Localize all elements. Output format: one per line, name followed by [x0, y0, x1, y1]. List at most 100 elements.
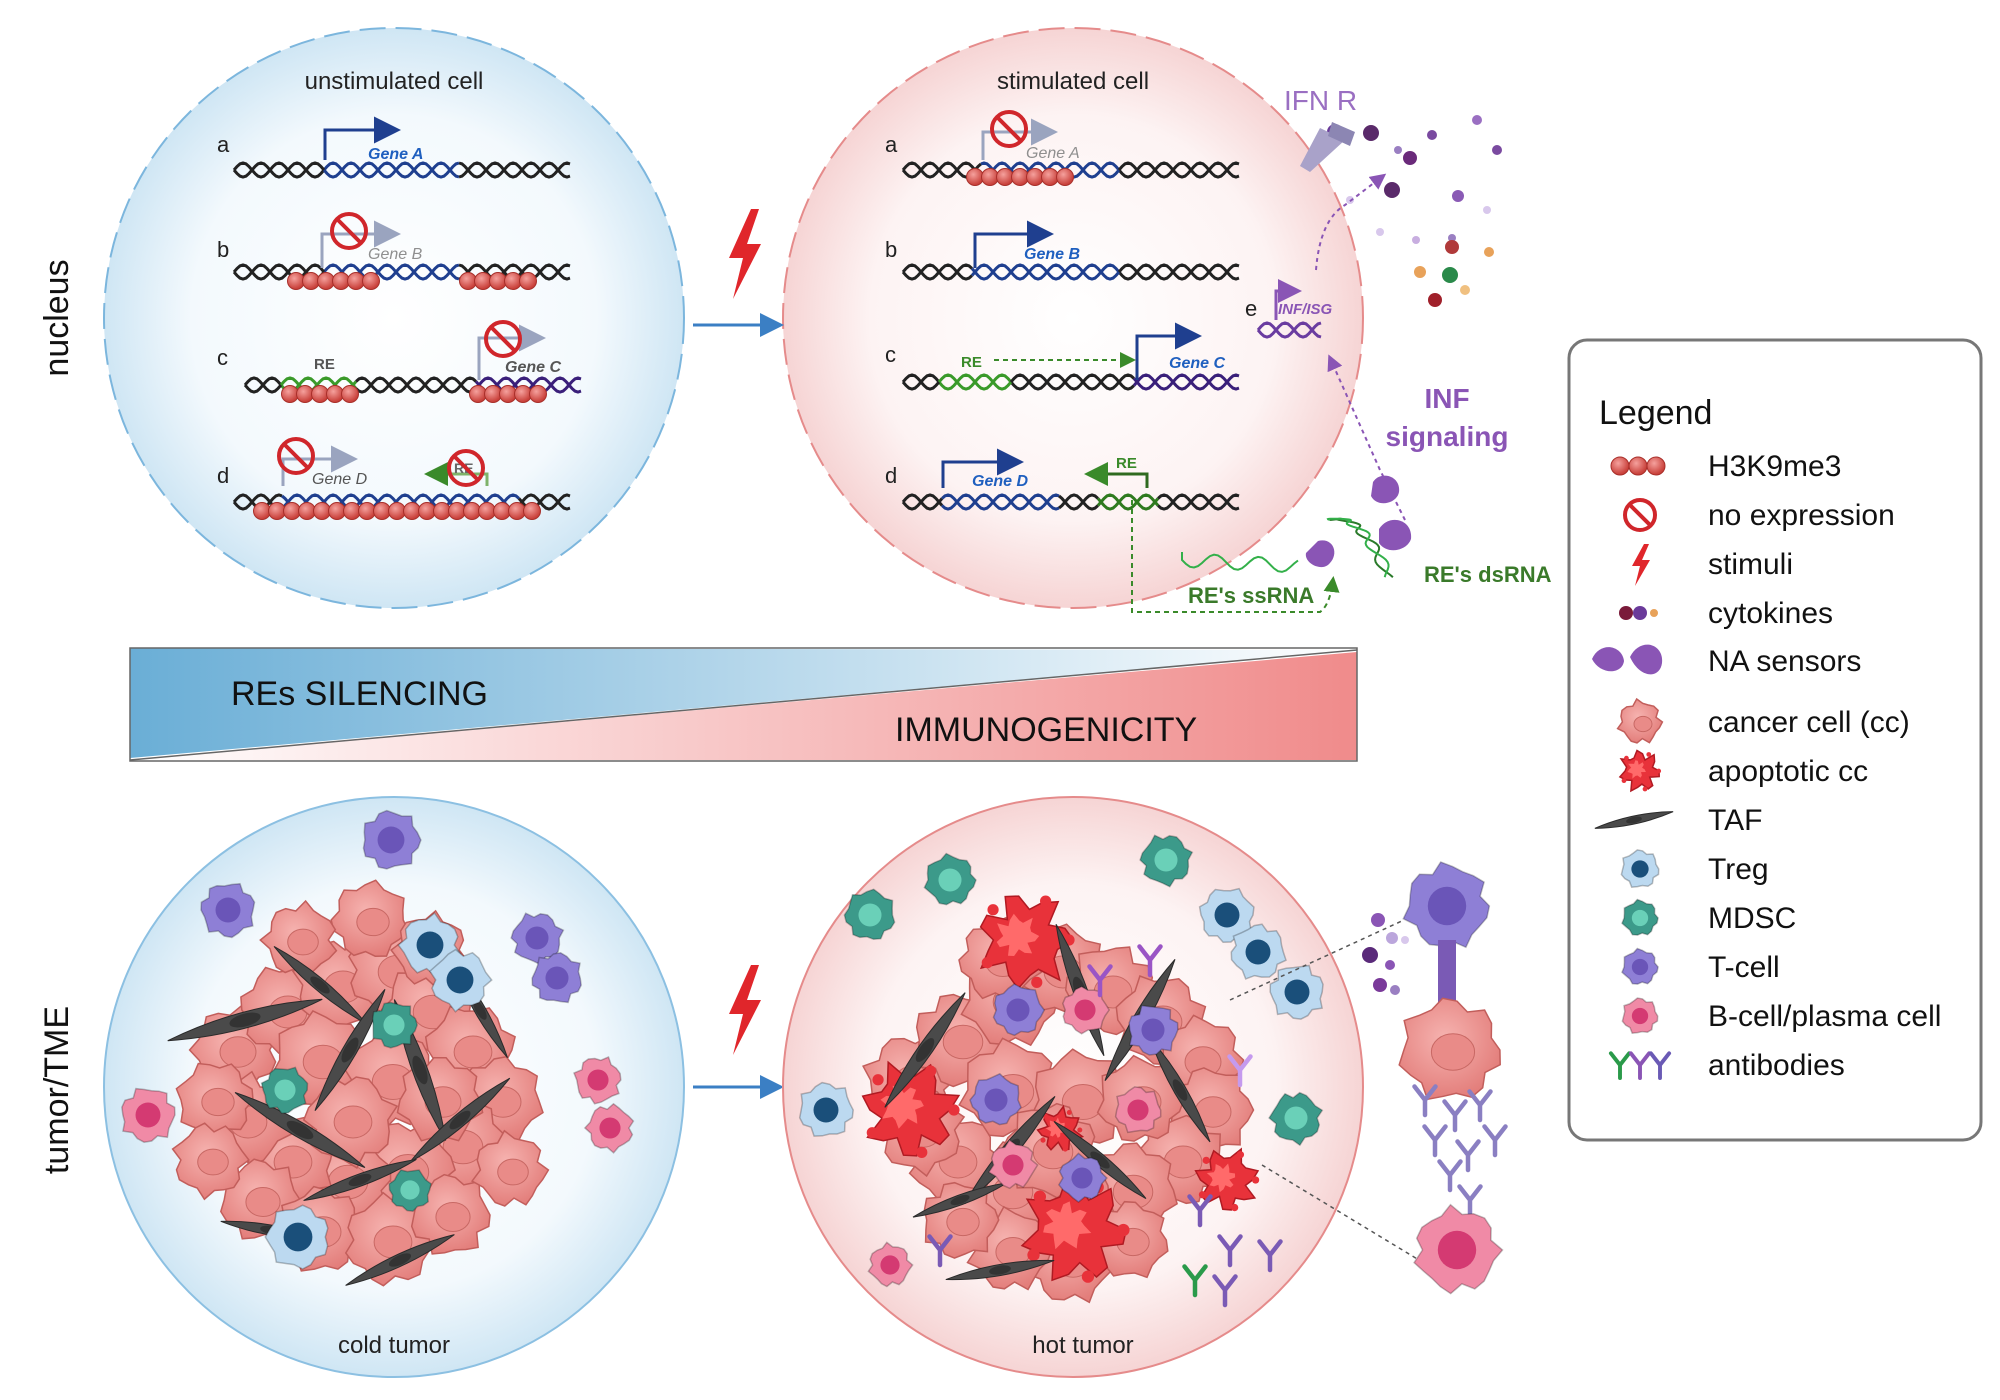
cytokines-cloud	[1346, 115, 1502, 307]
taf-icon	[234, 1092, 366, 1168]
tumor-cells	[121, 809, 1324, 1308]
cytokine-dot	[1472, 115, 1482, 125]
dna-row-c	[355, 376, 477, 394]
cytokines-icon	[1619, 606, 1658, 620]
legend-item-label: NA sensors	[1708, 645, 1861, 678]
cytokine-dot	[1460, 285, 1470, 295]
antibodies-icon	[1608, 1051, 1672, 1080]
na-sensor-icon	[1371, 475, 1400, 504]
antibody-icon	[1467, 1089, 1493, 1123]
h3k9me3-icon	[268, 502, 286, 520]
h3k9me3-icon	[313, 502, 331, 520]
h3k9me3-icon	[463, 502, 481, 520]
legend-item: stimuli	[1632, 544, 1793, 586]
legend-item: TAF	[1594, 804, 1762, 837]
dsrna-strand	[1326, 517, 1394, 578]
h3k9me3-icon	[981, 168, 999, 186]
stim-dna-row-b	[970, 263, 1121, 281]
h3k9me3-icon	[362, 272, 380, 290]
antibody-icon	[1442, 1099, 1468, 1133]
h3k9me3-icon	[1056, 168, 1074, 186]
antibody-icon	[1648, 1051, 1672, 1080]
stim-re-arrow-d	[1084, 462, 1149, 488]
legend-item: B-cell/plasma cell	[1621, 997, 1941, 1035]
antibody-icon	[1137, 944, 1163, 978]
h3k9me3-icon	[1026, 168, 1044, 186]
antibody-icon	[1482, 1124, 1508, 1158]
stim-dna-row-c	[901, 373, 941, 391]
legend-item-label: B-cell/plasma cell	[1708, 1000, 1941, 1033]
dna-row-c	[355, 376, 477, 394]
legend-item-label: cancer cell (cc)	[1708, 706, 1910, 739]
h3k9me3-icon	[1610, 456, 1666, 476]
legend-item-label: antibodies	[1708, 1049, 1845, 1082]
no-expression-icon	[447, 449, 485, 487]
cancer-cell-icon	[330, 879, 410, 957]
h3k9me3-icon	[296, 385, 314, 403]
stim-dna-row-d	[941, 493, 1060, 511]
stim-promoter-arrow-gene-c	[1135, 322, 1202, 380]
t-cell-icon	[1128, 1004, 1179, 1056]
legend-title: Legend	[1599, 394, 1712, 432]
h3k9me3-icon	[253, 502, 271, 520]
immunogenicity-label: IMMUNOGENICITY	[895, 711, 1197, 749]
stimulated-cell-title: stimulated cell	[997, 68, 1149, 95]
dna-row-b	[232, 263, 326, 281]
h3k9me3-icon	[281, 385, 299, 403]
stim-row-letter-e: e	[1245, 296, 1257, 321]
cancer-cell-icon	[1616, 697, 1664, 744]
dna-row-a	[458, 161, 571, 179]
taf-icon	[303, 1158, 417, 1202]
t-cell-icon	[992, 983, 1046, 1037]
taf-icon	[1594, 811, 1674, 829]
antibody-icon	[1412, 1084, 1438, 1118]
stim-dna-row-c	[1009, 373, 1135, 391]
apoptotic-inner	[1045, 1117, 1067, 1138]
antibody-icon	[1212, 1274, 1238, 1308]
cancer-cell-icon	[1090, 1200, 1169, 1279]
h3k9me3-icon	[489, 272, 507, 290]
taf-icon	[945, 1259, 1055, 1281]
b-cell-icon	[121, 1087, 176, 1143]
mdsc-icon	[1139, 834, 1194, 888]
h3k9me3-icon	[966, 168, 984, 186]
re-transcription-path	[1131, 500, 1340, 613]
h3k9me3-icon	[343, 502, 361, 520]
tumor-side-label: tumor/TME	[38, 1006, 76, 1174]
legend-item: MDSC	[1621, 898, 1796, 936]
stim-dna-row-c	[1132, 373, 1240, 391]
isg-dna	[1256, 321, 1322, 339]
antibody-icon	[1628, 1051, 1652, 1080]
unstimulated-cell	[103, 27, 685, 609]
h3k9me3-icon	[1041, 168, 1059, 186]
cytokine-dot	[1428, 293, 1442, 307]
antibody-icon	[927, 1234, 953, 1268]
legend-item: T-cell	[1621, 947, 1780, 985]
h3k9me3-icon	[317, 272, 335, 290]
isg-to-receptor-arrow	[1315, 173, 1387, 271]
stim-dna-row-b	[1117, 263, 1240, 281]
silencing-label: REs SILENCING	[231, 675, 488, 713]
legend-item-label: T-cell	[1708, 951, 1780, 984]
stim-dna-row-d	[901, 493, 944, 511]
stim-gene-b-label: Gene B	[1024, 246, 1080, 263]
legend-item: apoptotic cc	[1618, 749, 1868, 793]
stim-row-letter-b: b	[885, 237, 897, 262]
gradient-bar	[129, 647, 1358, 762]
dna-row-a	[232, 161, 326, 179]
legend-item-label: no expression	[1708, 499, 1895, 532]
legend-box	[1567, 338, 1983, 1142]
h3k9me3-icon	[418, 502, 436, 520]
h3k9me3-icon	[283, 502, 301, 520]
h3k9me3-icon	[996, 168, 1014, 186]
h3k9me3-icon	[302, 272, 320, 290]
b-cell-icon	[1413, 1203, 1504, 1295]
antibody-icon	[1257, 1239, 1283, 1273]
legend-item-label: H3K9me3	[1708, 450, 1841, 483]
na-sensor-icon	[1379, 519, 1412, 551]
t-cell-icon	[1621, 947, 1659, 985]
stim-dna-row-d	[1058, 493, 1099, 511]
cytokine-dot	[1384, 182, 1400, 198]
cancer-cell-icon	[259, 899, 338, 980]
